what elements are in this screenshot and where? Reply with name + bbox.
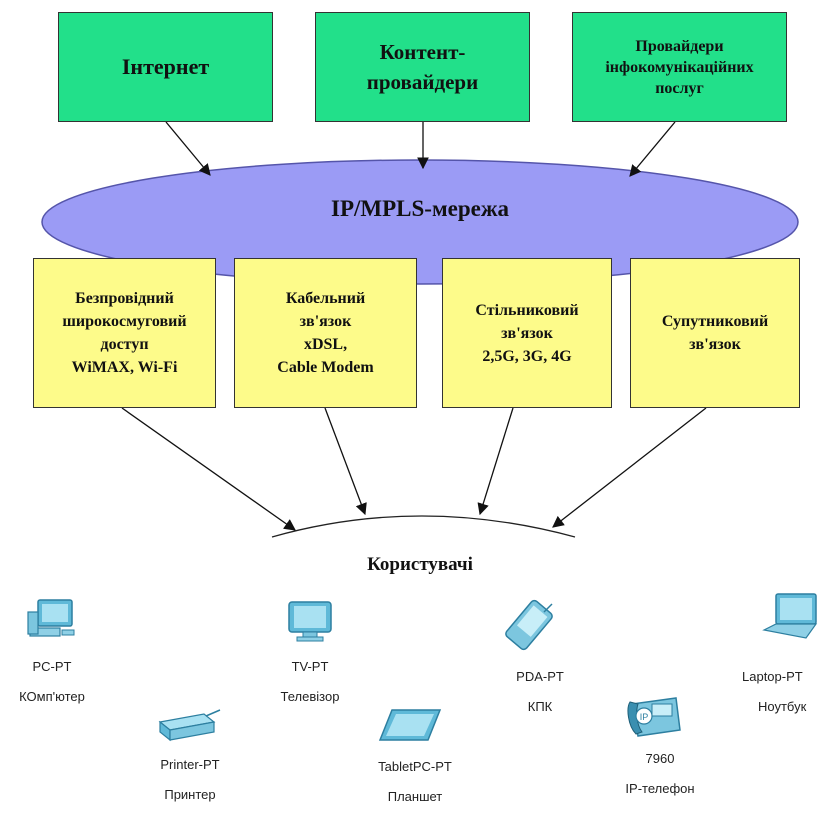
cellular-access-label: Стільниковий зв'язок 2,5G, 3G, 4G	[475, 301, 579, 365]
internet-label: Інтернет	[121, 54, 210, 79]
wireless-access-label: Безпровідний широкосмуговий доступ WiMAX…	[62, 290, 187, 376]
svg-text:IP: IP	[640, 712, 649, 722]
printer-label: Printer-PT Принтер	[140, 742, 240, 817]
tv-label: TV-PT Телевізор	[260, 644, 360, 719]
printer-name: Принтер	[164, 787, 216, 802]
ip-phone-model: 7960	[645, 751, 675, 766]
tv-name: Телевізор	[280, 689, 340, 704]
laptop-model: Laptop-PT	[742, 669, 803, 684]
printer-icon	[158, 709, 221, 742]
tv-model: TV-PT	[291, 659, 329, 674]
laptop-icon	[762, 593, 818, 639]
service-providers-box: Провайдери інфокомунікаційних послуг	[572, 12, 787, 122]
arrow-internet-to-network	[165, 121, 211, 176]
pc-label: PC-PT КОмп'ютер	[2, 644, 102, 719]
network-label: IP/MPLS-мережа	[331, 196, 509, 221]
users-arc	[271, 515, 576, 538]
internet-box: Інтернет	[58, 12, 273, 122]
pda-name: КПК	[527, 699, 553, 714]
cellular-access-box: Стільниковий зв'язок 2,5G, 3G, 4G	[442, 258, 612, 408]
cable-access-box: Кабельний зв'язок xDSL, Cable Modem	[234, 258, 417, 408]
tablet-model: TabletPC-PT	[378, 759, 452, 774]
ip-phone-name: IP-телефон	[625, 781, 695, 796]
tablet-icon	[378, 709, 442, 741]
pda-label: PDA-PT КПК	[490, 654, 590, 729]
pc-icon	[27, 599, 75, 637]
ip-phone-label: 7960 IP-телефон	[610, 736, 710, 811]
pc-name: КОмп'ютер	[19, 689, 85, 704]
arrow-cellular-to-users	[477, 407, 514, 516]
cable-access-label: Кабельний зв'язок xDSL, Cable Modem	[277, 290, 374, 376]
printer-model: Printer-PT	[160, 757, 220, 772]
content-providers-label: Контент- провайдери	[366, 40, 479, 94]
satellite-access-label: Супутниковий зв'язок	[661, 313, 769, 353]
pc-model: PC-PT	[32, 659, 72, 674]
laptop-name: Ноутбук	[758, 699, 807, 714]
pda-model: PDA-PT	[516, 669, 564, 684]
service-providers-label: Провайдери інфокомунікаційних послуг	[605, 37, 754, 97]
pda-icon	[505, 599, 553, 651]
arrow-satellite-to-users	[552, 407, 707, 528]
wireless-access-box: Безпровідний широкосмуговий доступ WiMAX…	[33, 258, 216, 408]
diagram-connectors	[41, 121, 799, 538]
arrow-cable-to-users	[324, 407, 367, 516]
arrow-providers-to-network	[629, 121, 676, 177]
tv-icon	[288, 601, 332, 642]
tablet-name: Планшет	[387, 789, 443, 804]
arrow-wireless-to-users	[121, 407, 296, 531]
content-providers-box: Контент- провайдери	[315, 12, 530, 122]
satellite-access-box: Супутниковий зв'язок	[630, 258, 800, 408]
laptop-label: Laptop-PT Ноутбук	[742, 654, 825, 729]
users-label: Користувачі	[367, 554, 473, 575]
ip-phone-icon: IP	[627, 697, 681, 737]
